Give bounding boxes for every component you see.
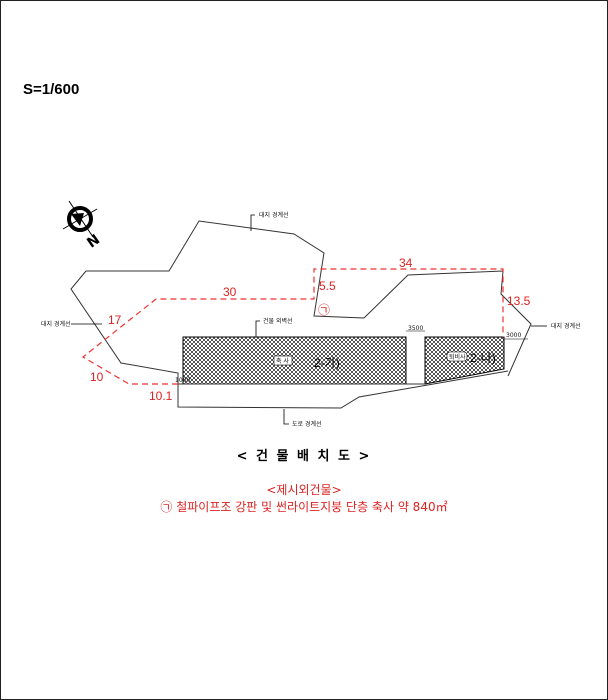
gap-dimension: 3500 <box>408 325 423 332</box>
dimension-34: 34 <box>399 256 413 270</box>
building2-tag: 퇴비사 <box>449 353 466 361</box>
right-dimension: 3000 <box>506 332 521 339</box>
north-compass-icon: N <box>62 200 103 252</box>
dimension-5-5: 5.5 <box>319 279 336 293</box>
left-dimension: 1000 <box>175 377 190 384</box>
building1-id: 2-가) <box>314 356 340 370</box>
drawing-title: < 건 물 배 치 도 > <box>236 449 372 464</box>
road-label: 도로 경계선 <box>292 420 322 428</box>
site-boundary-left <box>70 270 509 409</box>
wall-label: 건물 외벽선 <box>263 317 293 325</box>
building2-id: 2-나) <box>470 351 496 365</box>
dimension-10-1: 10.1 <box>149 389 173 403</box>
building-marker: ㉠ <box>318 303 330 317</box>
note-line: ㉠ 철파이프조 강판 및 썬라이트지붕 단층 축사 약 840㎡ <box>160 500 448 514</box>
unlisted-building-outline <box>81 268 504 385</box>
boundary-label-left: 대지 경계선 <box>41 320 71 328</box>
dimension-13-5: 13.5 <box>507 294 531 308</box>
building1-tag: 축 사 <box>276 357 289 365</box>
dimension-30: 30 <box>223 285 237 299</box>
boundary-label-right: 대지 경계선 <box>551 322 581 330</box>
note-heading: <제시외건물> <box>266 483 342 497</box>
site-boundary-line <box>86 220 532 377</box>
boundary-label-top: 대지 경계선 <box>259 211 289 219</box>
building-1 <box>182 336 407 385</box>
dimension-10: 10 <box>90 370 104 384</box>
compass-letter: N <box>84 232 103 252</box>
scale-label: S=1/600 <box>23 81 80 98</box>
dimension-17: 17 <box>108 313 122 327</box>
